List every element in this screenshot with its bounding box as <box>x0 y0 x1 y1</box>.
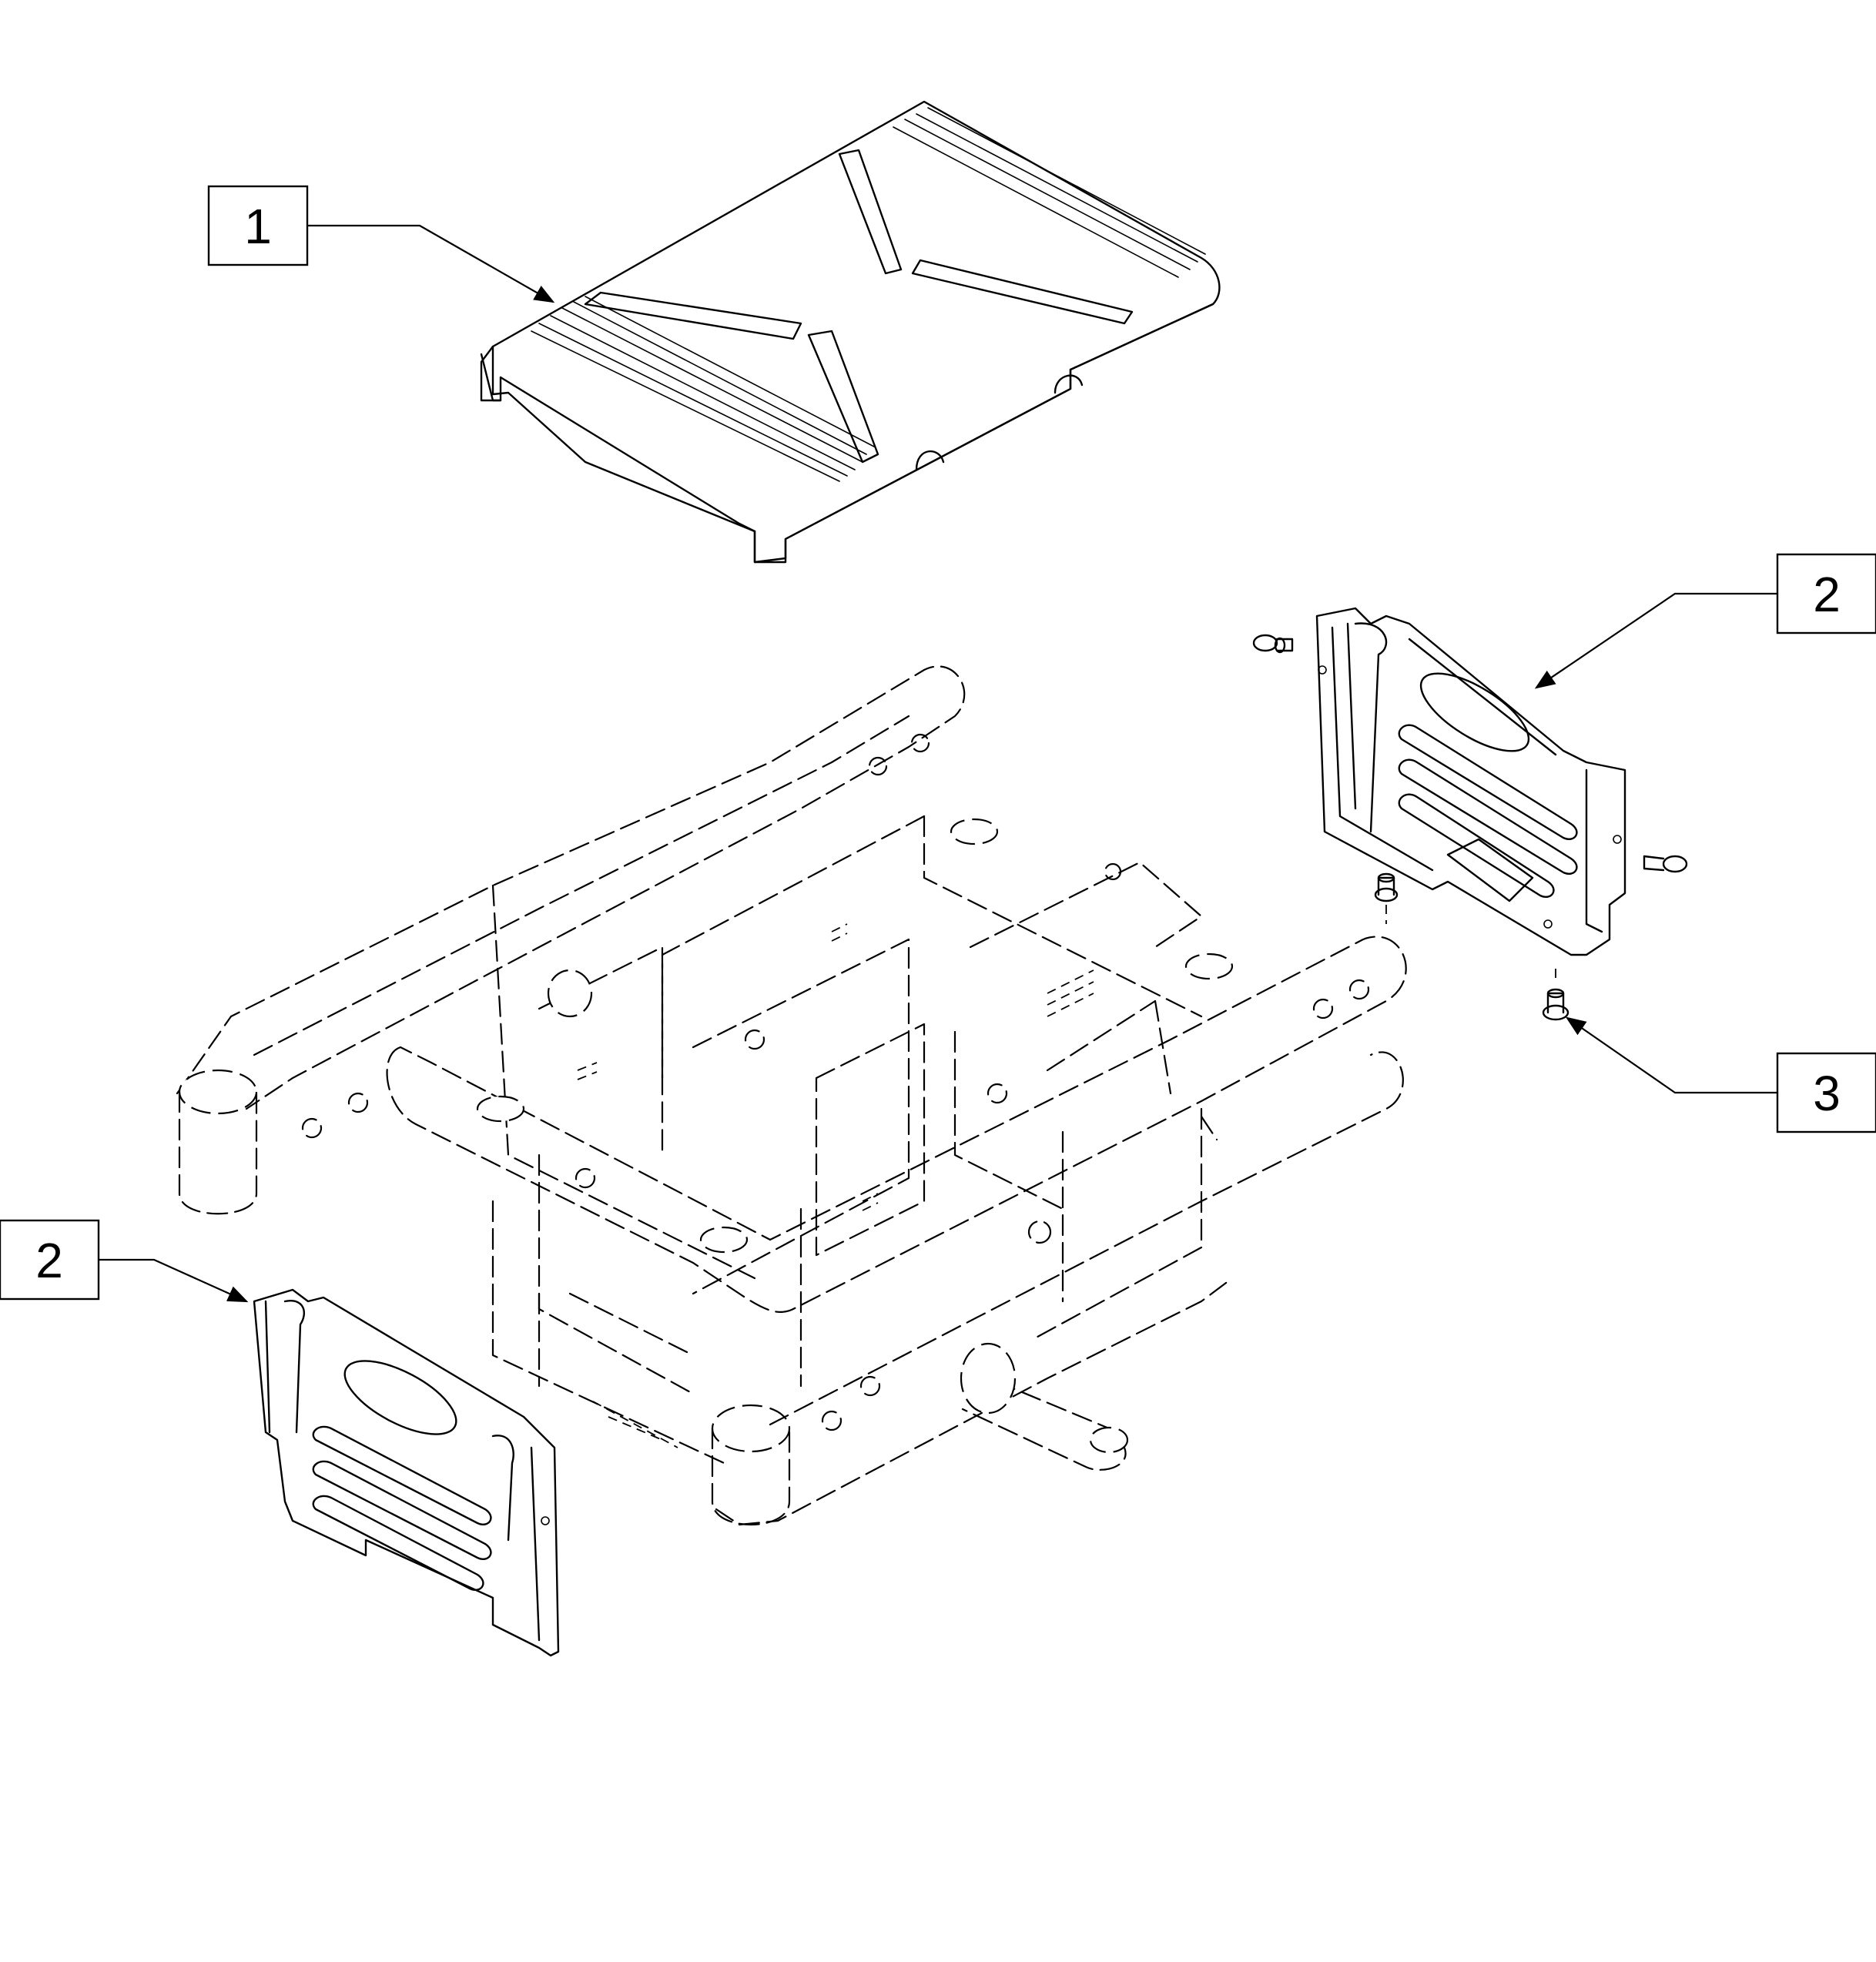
push-rivet-fastener <box>1252 634 1688 1021</box>
shroud-top-cover <box>480 100 1221 564</box>
shroud-side-cover-left <box>253 1288 560 1657</box>
shroud-side-cover-right <box>1315 607 1626 956</box>
base-frame-reference <box>176 665 1407 1526</box>
rivet-c <box>1374 872 1399 902</box>
callout-2-left-label: 2 <box>35 1233 63 1288</box>
callout-1: 1 <box>207 185 555 303</box>
rivet-d <box>1542 988 1569 1021</box>
callout-1-label: 1 <box>244 199 272 254</box>
callout-2-right-label: 2 <box>1813 567 1841 622</box>
callout-2-left: 2 <box>0 1219 249 1303</box>
rivet-a <box>1252 634 1294 654</box>
callout-3-label: 3 <box>1813 1066 1841 1121</box>
callout-2-right: 2 <box>1534 553 1876 689</box>
rivet-b <box>1643 855 1688 873</box>
callout-3: 3 <box>1565 1016 1876 1133</box>
